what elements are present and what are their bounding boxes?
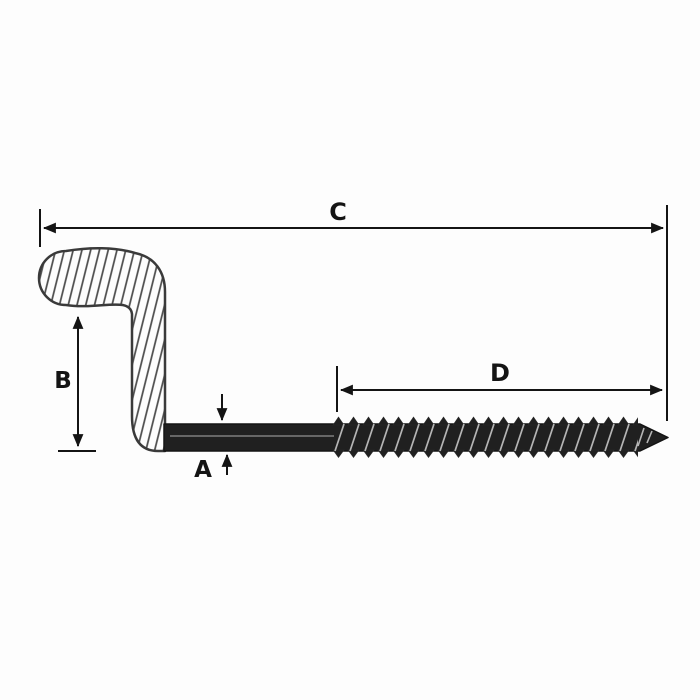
dimension-a bbox=[216, 394, 233, 475]
dimension-b bbox=[58, 315, 96, 452]
hook-body-group bbox=[37, 246, 167, 453]
hook-hatched-body bbox=[37, 246, 167, 453]
tip-thread-line-2 bbox=[646, 430, 653, 444]
dimension-label-d: D bbox=[490, 359, 510, 387]
dimension-d bbox=[336, 366, 664, 412]
dimension-label-a: A bbox=[194, 457, 212, 483]
screw-shank-group bbox=[163, 410, 669, 458]
dimension-c bbox=[39, 205, 668, 421]
dimension-label-b: B bbox=[54, 368, 72, 394]
dimension-label-c: C bbox=[329, 198, 347, 226]
tip-thread-line-1 bbox=[637, 427, 645, 447]
thread-section bbox=[332, 410, 638, 458]
